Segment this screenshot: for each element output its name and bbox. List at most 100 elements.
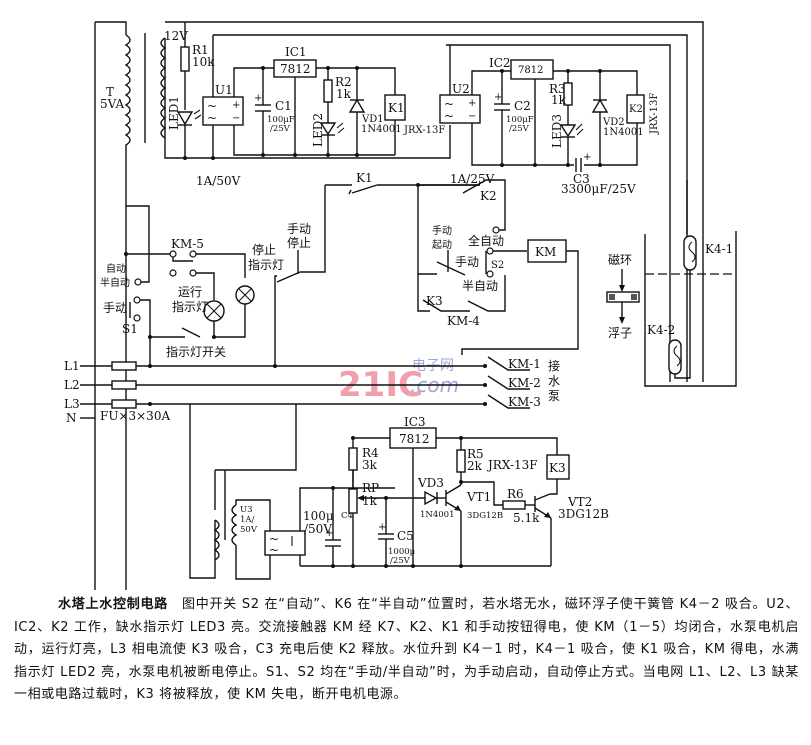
- km-5-contact-c: [169, 269, 177, 277]
- led1-icon: [176, 109, 202, 126]
- s2-ref: S2: [491, 260, 504, 271]
- s2-manual-label: 手动: [455, 255, 479, 269]
- vt2-ref: VT2: [567, 495, 592, 509]
- relay-k2-coil: [626, 94, 645, 124]
- u3-ref: U3: [240, 505, 253, 515]
- r4-value: 3k: [362, 458, 378, 472]
- block-ic3: U3 1A/ 50V ~~ + C4 100μ /50V R4 3k RP 1k: [189, 404, 609, 580]
- s1-ref: S1: [122, 322, 138, 336]
- u2-rating: 1A/25V: [450, 172, 495, 186]
- rp-value: 1k: [362, 494, 378, 508]
- svg-text:+: +: [232, 100, 240, 111]
- block-ic1: R1 10k LED1 ~~ +− U1 1A/50V + C1 100μF /…: [164, 22, 445, 188]
- fuse-2: [111, 380, 137, 390]
- block-ic2: ~~ +− U2 1A/25V + C2 100μF /25V IC2 7812…: [350, 45, 660, 196]
- r1-ref: R1: [192, 43, 209, 57]
- km-5-contact-b: [189, 250, 197, 258]
- resistor-r5: [456, 449, 466, 473]
- r6-value: 5.1k: [513, 511, 540, 525]
- ic2-ref: IC2: [489, 56, 511, 70]
- c1-ref: C1: [275, 99, 292, 113]
- r5-value: 2k: [467, 459, 483, 473]
- svg-text:+: +: [254, 93, 262, 104]
- u1-ref: U1: [215, 83, 233, 97]
- pump-label-3: 泵: [548, 389, 560, 403]
- vt1-part: 3DG12B: [467, 511, 503, 521]
- km-4-label: KM-4: [447, 314, 480, 328]
- manual-start-label-2: 起动: [432, 239, 452, 251]
- km-ref: KM: [535, 245, 556, 259]
- c4-value: 100μ: [303, 509, 334, 523]
- fuse-1: [111, 361, 137, 371]
- k4-1-label: K4-1: [705, 242, 733, 256]
- svg-text:+: +: [468, 98, 476, 109]
- manual-stop-label-2: 停止: [287, 235, 311, 250]
- c1-value: 100μF: [267, 115, 295, 125]
- k2-contact-label: K2: [480, 189, 497, 203]
- float-label: 浮子: [608, 326, 632, 340]
- svg-text:−: −: [468, 111, 476, 122]
- r3-value: 1k: [551, 93, 567, 107]
- s2-full-auto-label: 全自动: [468, 233, 504, 248]
- r4-ref: R4: [362, 446, 379, 460]
- r2-value: 1k: [336, 87, 352, 101]
- manual-stop-label-1: 手动: [287, 222, 311, 236]
- watermark: 21IC 电子网 .com: [338, 358, 459, 405]
- svg-text:~: ~: [207, 99, 217, 113]
- manual-start-label-1: 手动: [432, 224, 452, 237]
- vd3-ref: VD3: [417, 476, 444, 490]
- vt1-ref: VT1: [466, 490, 491, 504]
- k1-contact-label: K1: [356, 171, 373, 185]
- k2-ref: K2: [629, 104, 643, 115]
- vd3-part: 1N4001: [420, 510, 454, 520]
- c3-ref: C3: [573, 172, 590, 186]
- transformer-ref: T: [106, 85, 114, 99]
- svg-text:+: +: [325, 528, 333, 539]
- transistor-vt1: [445, 484, 462, 566]
- magnet-ring-label: 磁环: [608, 252, 632, 267]
- vd2-part: 1N4001: [603, 127, 644, 138]
- figure-caption: 水塔上水控制电路图中开关 S2 在“自动”、K6 在“半自动”位置时，若水塔无水…: [14, 594, 799, 707]
- s2-full-auto-contact: [492, 226, 500, 234]
- rectifier-u2: [439, 94, 481, 124]
- resistor-r4: [348, 447, 358, 471]
- stop-lamp-label-2: 指示灯: [248, 257, 284, 272]
- secondary-voltage: 12V: [164, 29, 188, 43]
- u3-rating-1: 1A/: [240, 515, 255, 525]
- caption-body: 图中开关 S2 在“自动”、K6 在“半自动”位置时，若水塔无水，磁环浮子使干簧…: [14, 597, 799, 702]
- run-lamp-icon: [203, 300, 225, 322]
- c5-voltage: /25V: [390, 556, 411, 566]
- resistor-r6: [502, 500, 526, 510]
- s1-manual-label: 手动: [103, 301, 127, 315]
- km-3-label: KM-3: [508, 395, 541, 409]
- c2-voltage: /25V: [509, 124, 530, 134]
- km-2-label: KM-2: [508, 376, 541, 390]
- c2-value: 100μF: [506, 115, 534, 125]
- u3-rating-2: 50V: [240, 525, 258, 535]
- c3-value: 3300μF/25V: [561, 182, 636, 196]
- s1-auto-contact: [134, 278, 142, 286]
- l1-label: L1: [64, 359, 80, 373]
- led1-label: LED1: [167, 96, 181, 130]
- c4-ref: C4: [341, 511, 353, 521]
- svg-text:~: ~: [269, 532, 279, 546]
- run-lamp-label-1: 运行: [178, 285, 202, 299]
- float-ring: [606, 291, 640, 303]
- s1-auto-label: 自动: [106, 262, 126, 275]
- control-circuit: K1 手动 停止 K2 手动 起动 全自动 手动 S2 半自动 KM K3: [274, 171, 579, 367]
- relay-k1-coil: [384, 94, 406, 121]
- km-1-label: KM-1: [508, 357, 541, 371]
- transistor-vt2: [534, 493, 552, 566]
- k3-part: JRX-13F: [486, 458, 538, 472]
- svg-text:+: +: [494, 92, 502, 103]
- c5-ref: C5: [397, 529, 414, 543]
- resistor-r2: [323, 79, 333, 103]
- r3-ref: R3: [549, 82, 566, 96]
- svg-text:~: ~: [444, 97, 454, 111]
- rectifier-u3: [264, 530, 306, 556]
- r5-ref: R5: [467, 447, 484, 461]
- transformer-rating: 5VA: [100, 97, 124, 111]
- ic2-part: 7812: [518, 65, 543, 76]
- lamp-switch-label: 指示灯开关: [166, 344, 226, 359]
- potentiometer-rp: [348, 488, 358, 514]
